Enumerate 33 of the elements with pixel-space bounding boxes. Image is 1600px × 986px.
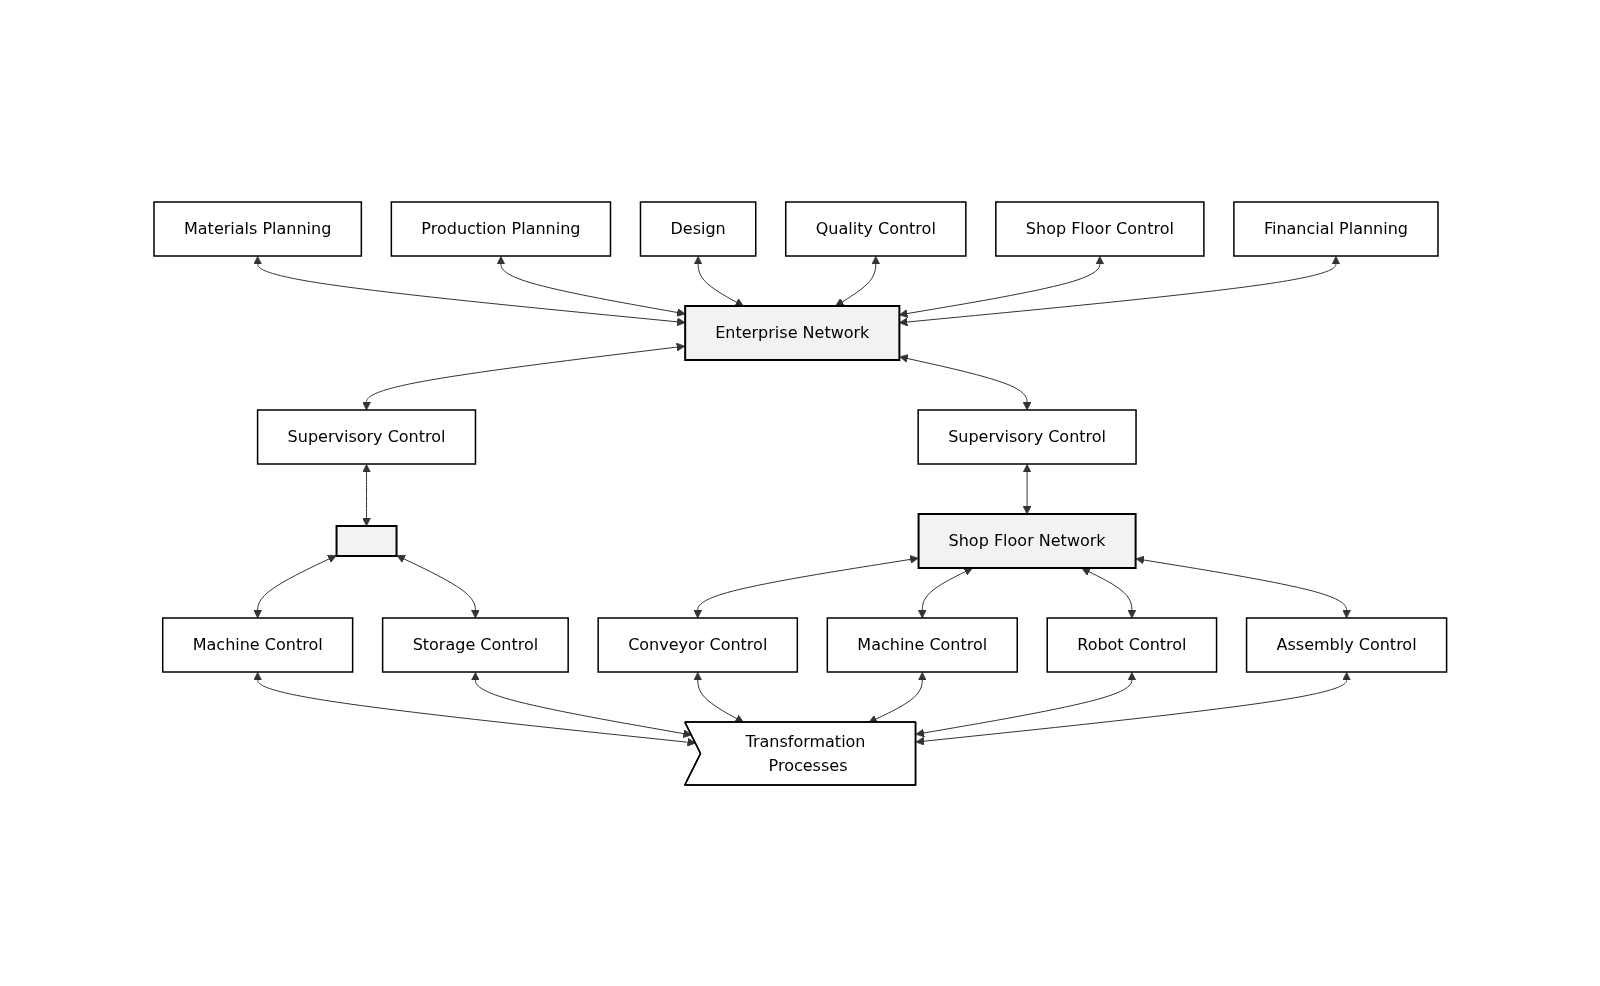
arrow [396,554,480,618]
arrow [1135,555,1351,618]
arrow [252,554,337,618]
node-box: Assembly Control [1245,616,1448,673]
arrow [899,353,1032,410]
arrow [693,554,919,618]
node-bar [335,524,398,557]
arrow [361,342,685,410]
node-box: Supervisory Control [917,408,1137,465]
arrow [693,255,744,306]
node-box: Robot Control [1046,616,1217,673]
arrow [470,671,692,738]
node-box: Design [639,200,757,257]
node-box: Materials Planning [152,200,362,257]
node-box: Shop Floor Control [994,200,1205,257]
node-box: Quality Control [784,200,967,257]
arrow [915,671,1136,737]
node-box: Conveyor Control [597,616,798,673]
arrow [917,567,973,618]
node-box: Production Planning [390,200,611,257]
arrow [1081,567,1136,618]
node-box: Machine Control [161,616,354,673]
arrow [1022,463,1032,514]
node-box: Supervisory Control [256,408,476,465]
node-box: Financial Planning [1232,200,1439,257]
arrow [834,255,880,306]
arrow [361,463,371,526]
arrow [915,671,1351,746]
node-box: Enterprise Network [683,304,901,361]
arrow [252,671,696,747]
node-box: Storage Control [381,616,569,673]
node-box: Machine Control [826,616,1018,673]
node-box: Shop Floor Network [917,512,1137,569]
